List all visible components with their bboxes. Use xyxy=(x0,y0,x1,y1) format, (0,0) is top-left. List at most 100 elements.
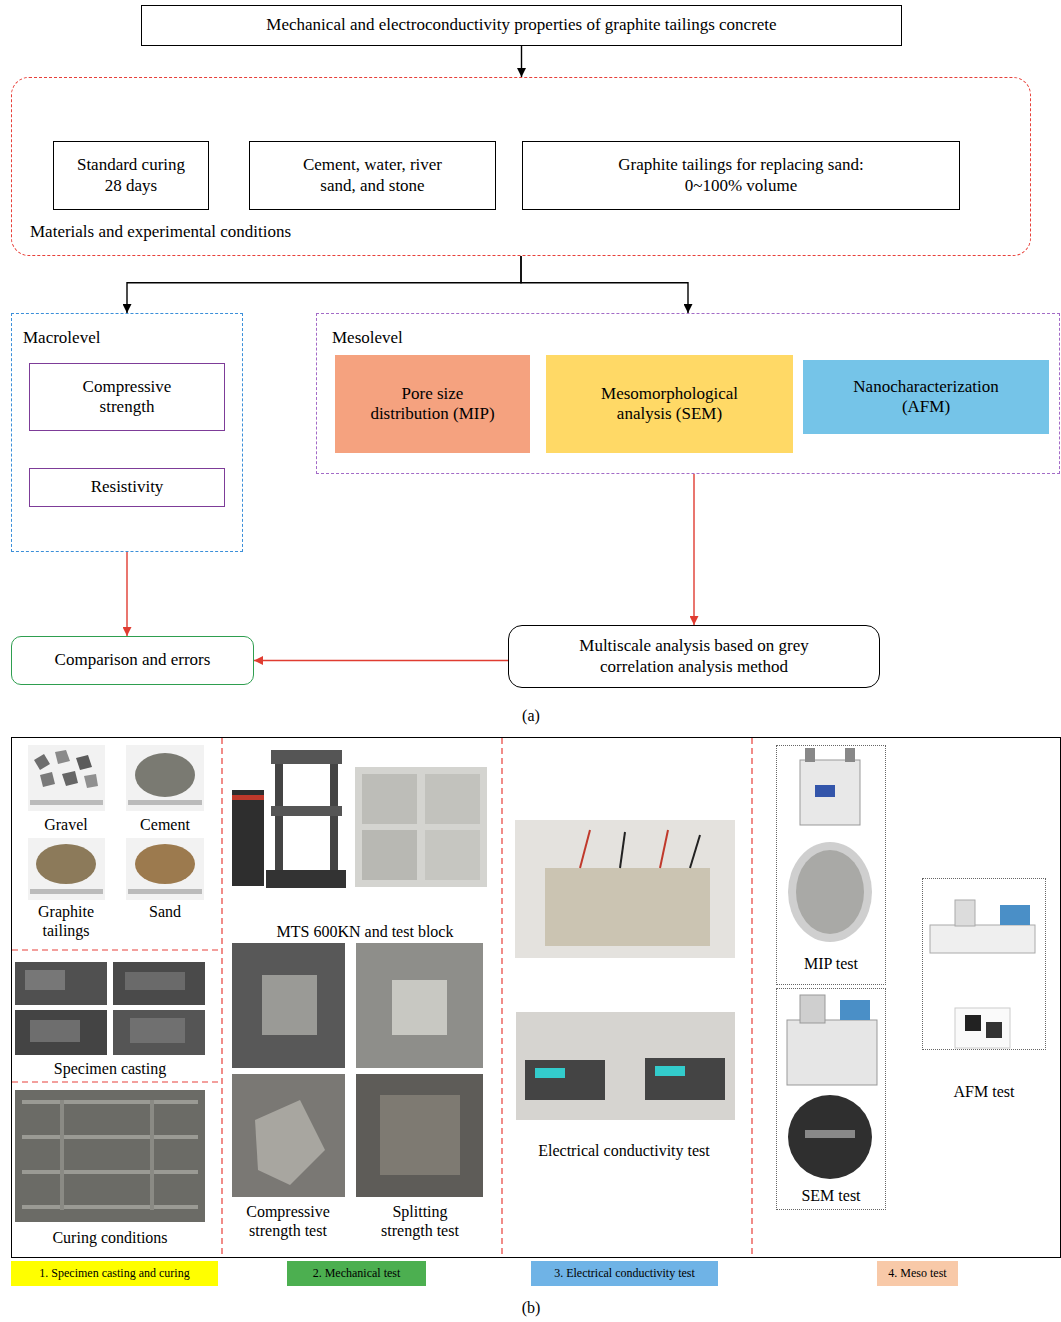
sem-instrument xyxy=(788,1095,872,1179)
cement-photo xyxy=(126,745,204,811)
casting-photo xyxy=(125,972,185,990)
photo-caption: Specimen casting xyxy=(10,1059,210,1078)
compressive-test-photo xyxy=(262,975,317,1035)
group-region: Materials and experimental conditions Sta… xyxy=(11,77,1031,256)
box-label: 4. Meso test xyxy=(888,1266,946,1280)
box-label: Mesomorphological analysis (SEM) xyxy=(601,384,738,425)
filled-box: Nanocharacterization (AFM) xyxy=(803,360,1049,434)
title-box: Mechanical and electroconductivity prope… xyxy=(141,5,902,46)
curing-room-photo xyxy=(15,1090,205,1222)
gravel-photo xyxy=(40,772,55,787)
conductivity-photo xyxy=(516,1012,735,1120)
casting-photo xyxy=(15,962,107,1005)
test-group: SEM test xyxy=(776,988,886,1210)
test-block-photo xyxy=(425,774,480,824)
group-label: SEM test xyxy=(777,1186,885,1205)
group-label: MIP test xyxy=(777,954,885,973)
sem-instrument xyxy=(787,995,877,1179)
sand-photo xyxy=(128,889,202,894)
label-slot: Graphite tailings xyxy=(26,902,106,940)
sem-instrument xyxy=(800,995,825,1023)
conductivity-photo xyxy=(545,868,710,946)
compressive-test-photo xyxy=(232,1074,345,1197)
mip-instrument xyxy=(815,785,835,797)
label-slot: Cement xyxy=(120,815,210,834)
graphite-tailings-photo xyxy=(28,838,105,900)
splitting-test-photo xyxy=(356,943,483,1197)
casting-photo xyxy=(113,1010,205,1055)
cement-photo xyxy=(128,800,202,805)
gravel-photo xyxy=(30,800,103,805)
mip-instrument xyxy=(796,850,864,934)
cement-photo xyxy=(126,745,204,811)
curing-room-photo xyxy=(22,1100,198,1104)
compressive-test-photo xyxy=(232,943,345,1068)
afm-instrument xyxy=(930,925,1035,953)
label-slot: Curing conditions xyxy=(10,1228,210,1247)
photo-caption: MTS 600KN and test block xyxy=(230,922,500,941)
box-label: Comparison and errors xyxy=(55,650,211,670)
casting-photo xyxy=(130,1018,185,1043)
afm-instrument xyxy=(965,1015,981,1031)
filled-box: Pore size distribution (MIP) xyxy=(335,355,530,453)
filled-box: Mesomorphological analysis (SEM) xyxy=(546,355,793,453)
test-block-photo xyxy=(362,830,417,880)
afm-instrument xyxy=(930,900,1035,1048)
box-label: Nanocharacterization (AFM) xyxy=(853,377,998,418)
testing-machine xyxy=(232,795,264,800)
gravel-photo xyxy=(28,745,105,811)
afm-instrument xyxy=(955,900,975,926)
photo-caption: Gravel xyxy=(21,815,111,834)
curing-room-photo xyxy=(22,1135,198,1139)
label-slot: Gravel xyxy=(21,815,111,834)
casting-photo xyxy=(15,1010,107,1055)
group-label: Materials and experimental conditions xyxy=(30,222,291,242)
compressive-test-photo xyxy=(255,1100,325,1185)
stage-tag: 3. Electrical conductivity test xyxy=(531,1261,718,1286)
photo-caption: Sand xyxy=(120,902,210,921)
photo-caption: Electrical conductivity test xyxy=(509,1141,739,1160)
afm-instrument xyxy=(986,1022,1002,1038)
photo-caption: Graphite tailings xyxy=(26,902,106,940)
box-label: Graphite tailings for replacing sand: 0~… xyxy=(606,155,876,196)
sem-instrument xyxy=(805,1130,855,1138)
afm-instrument xyxy=(955,1008,1010,1048)
conductivity-photo xyxy=(580,830,590,868)
panel-frame xyxy=(12,738,1061,1258)
testing-machine xyxy=(232,750,346,888)
gravel-photo xyxy=(84,774,98,788)
gravel-photo xyxy=(34,754,50,770)
conductivity-photo xyxy=(620,832,625,868)
connector-arrow xyxy=(521,256,688,313)
gravel-photo xyxy=(62,771,78,786)
box-label: 3. Electrical conductivity test xyxy=(554,1266,695,1280)
connector-arrow xyxy=(693,474,694,625)
curing-room-photo xyxy=(15,1090,205,1222)
casting-photo xyxy=(113,962,205,1005)
box-label: 1. Specimen casting and curing xyxy=(39,1266,189,1280)
process-box: Standard curing 28 days xyxy=(53,141,209,210)
compressive-test-photo xyxy=(232,943,345,1197)
photo-caption: Compressive strength test xyxy=(232,1202,344,1240)
casting-photo xyxy=(25,970,65,990)
casting-photo xyxy=(15,962,205,1055)
conductivity-photo xyxy=(515,820,735,958)
gravel-photo xyxy=(55,750,70,764)
sand-photo xyxy=(135,844,195,884)
photo-caption: Splitting strength test xyxy=(368,1202,473,1240)
mip-instrument xyxy=(788,842,872,942)
conductivity-photo xyxy=(525,1060,605,1100)
splitting-test-photo xyxy=(356,1074,483,1197)
group-region: MacrolevelCompressive strengthResistivit… xyxy=(11,313,243,552)
divider-line xyxy=(12,1081,222,1082)
divider-line xyxy=(12,949,222,950)
connector-arrow xyxy=(254,660,508,661)
conductivity-photo xyxy=(515,820,735,1120)
box-label: Standard curing 28 days xyxy=(71,155,191,196)
graphite-tailings-photo xyxy=(28,838,105,900)
connector-arrow xyxy=(521,46,522,77)
conductivity-photo xyxy=(645,1058,725,1100)
test-block-photo xyxy=(425,830,480,880)
sem-instrument xyxy=(840,1000,870,1020)
box-label: Compressive strength xyxy=(83,377,172,418)
